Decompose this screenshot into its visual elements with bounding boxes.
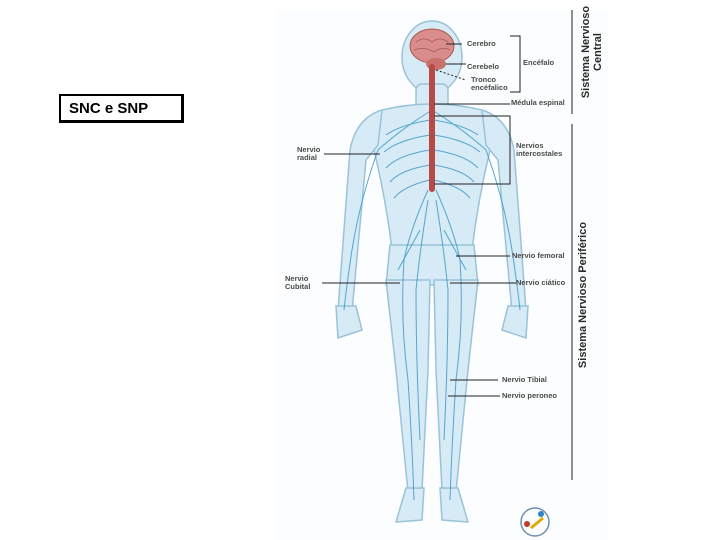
- side-label-snp: Sistema Nervioso Periférico: [577, 221, 589, 369]
- label-cerebro: Cerebro: [467, 39, 496, 48]
- right-foot: [439, 487, 470, 523]
- central-nervous-system: [409, 28, 455, 192]
- peripheral-nerves: [343, 109, 521, 501]
- title-box: SNC e SNP: [59, 94, 184, 123]
- pelvis: [385, 244, 479, 286]
- brain-icon: [409, 28, 455, 64]
- label-cerebelo: Cerebelo: [467, 62, 500, 71]
- right-hand: [501, 305, 529, 340]
- human-body: [335, 20, 529, 523]
- left-foot: [394, 487, 425, 523]
- label-ciatico: Nervio ciático: [516, 278, 566, 287]
- label-tronco: Tronco encéfalico: [471, 75, 508, 92]
- label-radial: Nervio radial: [297, 145, 321, 162]
- label-encefalo: Encéfalo: [523, 58, 555, 67]
- label-intercostales: Nervios intercostales: [516, 141, 563, 158]
- label-cubital: Nervio Cubital: [285, 274, 311, 291]
- label-peroneo: Nervio peroneo: [502, 391, 558, 400]
- leader-lines: [322, 10, 573, 480]
- label-medula: Médula espinal: [511, 98, 565, 107]
- spinal-cord: [429, 64, 435, 192]
- side-label-snc: Sistema Nervioso Central: [580, 5, 604, 99]
- logo: [520, 507, 550, 537]
- left-hand: [335, 305, 363, 340]
- label-femoral: Nervio femoral: [512, 251, 565, 260]
- label-tibial: Nervio Tibial: [502, 375, 547, 384]
